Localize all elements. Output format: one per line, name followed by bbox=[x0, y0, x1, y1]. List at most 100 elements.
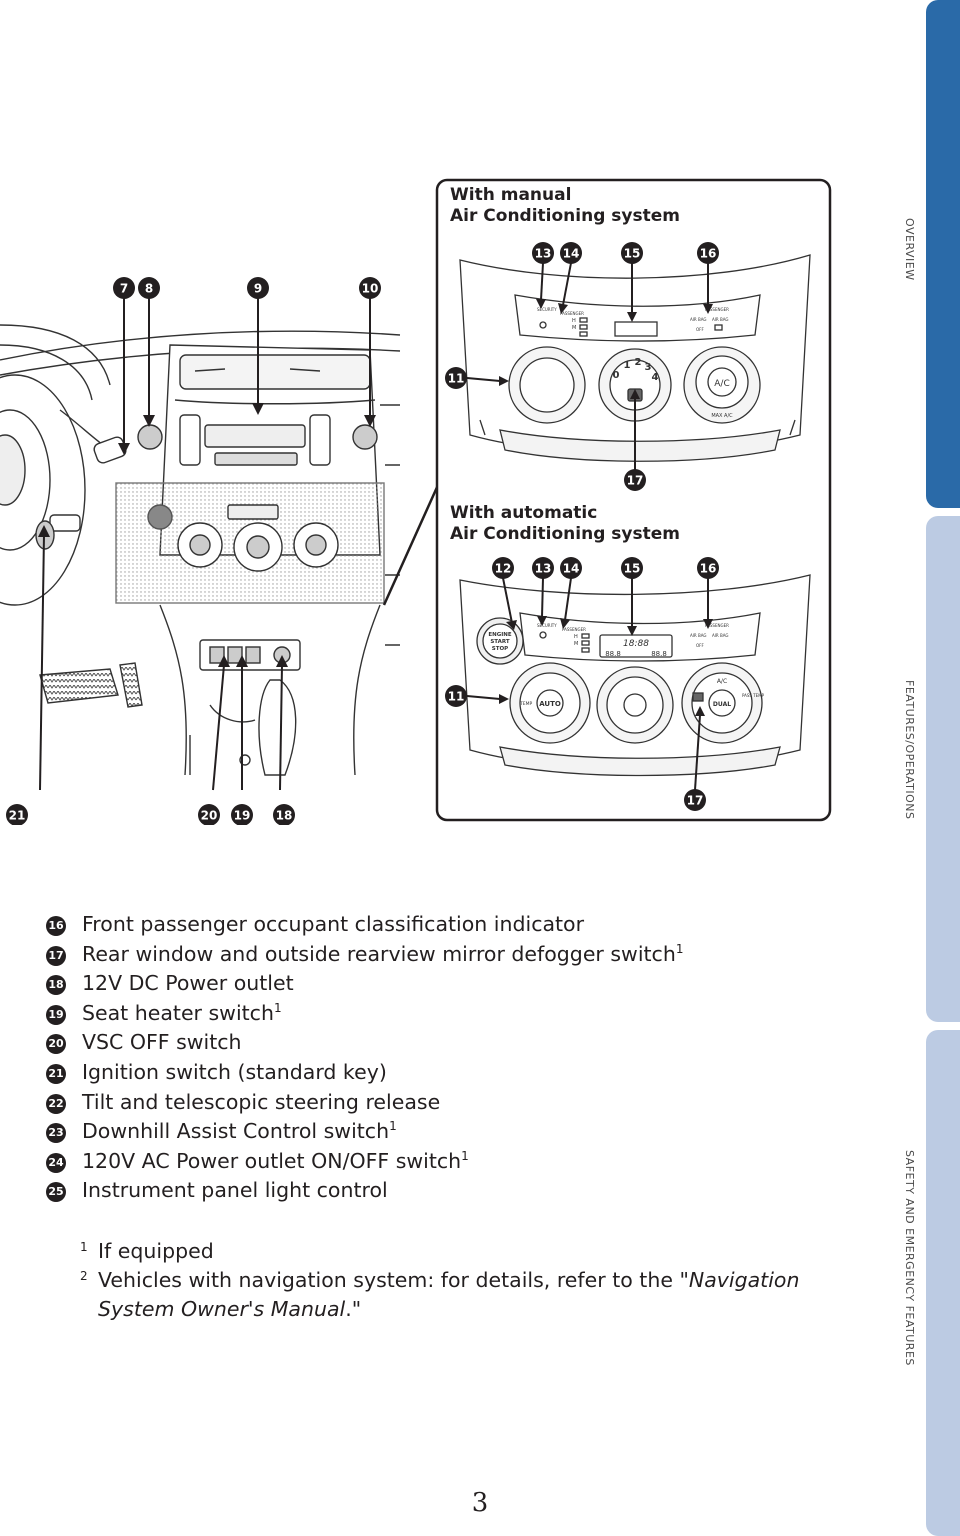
svg-text:12: 12 bbox=[495, 562, 512, 576]
callout-14: 14 bbox=[560, 242, 582, 264]
automatic-callouts: 12 13 14 15 16 11 17 bbox=[445, 557, 719, 811]
item-number: 23 bbox=[46, 1123, 66, 1144]
item-text: Downhill Assist Control switch bbox=[82, 1119, 390, 1144]
callout-20: 20 bbox=[198, 804, 220, 825]
overview-tab[interactable] bbox=[926, 0, 960, 508]
svg-text:SECURITY: SECURITY bbox=[537, 623, 557, 628]
svg-text:1: 1 bbox=[624, 360, 631, 371]
footnote-ref: 1 bbox=[675, 941, 684, 956]
callout-12: 12 bbox=[492, 557, 514, 579]
svg-text:PASSENGER: PASSENGER bbox=[705, 623, 729, 628]
svg-text:4: 4 bbox=[652, 372, 659, 383]
footnote-ref: 1 bbox=[389, 1119, 397, 1134]
callout-15: 15 bbox=[621, 557, 643, 579]
svg-text:AIR BAG: AIR BAG bbox=[690, 633, 706, 638]
list-item: 20 VSC OFF switch bbox=[46, 1028, 872, 1058]
svg-text:AIR BAG: AIR BAG bbox=[690, 317, 706, 322]
callout-8: 8 bbox=[138, 277, 160, 299]
svg-text:A/C: A/C bbox=[714, 379, 729, 389]
svg-text:M: M bbox=[572, 325, 576, 331]
svg-text:9: 9 bbox=[254, 282, 262, 296]
item-number: 22 bbox=[46, 1093, 66, 1114]
footnote-text: Vehicles with navigation system: for det… bbox=[98, 1268, 680, 1292]
callout-17: 17 bbox=[684, 789, 706, 811]
item-number: 25 bbox=[46, 1182, 66, 1203]
features-operations-tab[interactable] bbox=[926, 516, 960, 1022]
svg-text:20: 20 bbox=[201, 809, 218, 823]
list-item: 19 Seat heater switch1 bbox=[46, 999, 872, 1029]
dashboard-callouts: 7 8 9 10 21 20 19 18 bbox=[6, 277, 381, 825]
callout-11: 11 bbox=[445, 367, 467, 389]
tab-label-safety: SAFETY AND EMERGENCY FEATURES bbox=[903, 1150, 916, 1366]
svg-text:8: 8 bbox=[145, 282, 153, 296]
svg-text:13: 13 bbox=[535, 562, 552, 576]
svg-text:DUAL: DUAL bbox=[713, 701, 731, 708]
svg-text:H: H bbox=[574, 634, 578, 640]
dashboard-figure: 7 8 9 10 21 20 19 18 SECURITY PASSENGER … bbox=[0, 175, 840, 825]
callout-11: 11 bbox=[445, 685, 467, 707]
svg-text:14: 14 bbox=[563, 247, 580, 261]
svg-text:AUTO: AUTO bbox=[539, 700, 561, 708]
item-text: Rear window and outside rearview mirror … bbox=[82, 941, 676, 966]
page-number: 3 bbox=[471, 1488, 489, 1518]
footnote-text: If equipped bbox=[98, 1239, 214, 1263]
svg-text:11: 11 bbox=[448, 690, 465, 704]
footnote-ref: 1 bbox=[273, 1000, 282, 1015]
svg-text:10: 10 bbox=[362, 282, 379, 296]
svg-text:14: 14 bbox=[563, 562, 580, 576]
item-text: 120V AC Power outlet ON/OFF switch bbox=[82, 1148, 462, 1173]
callout-18: 18 bbox=[273, 804, 295, 825]
item-number: 19 bbox=[46, 1004, 66, 1025]
svg-text:0: 0 bbox=[613, 370, 620, 381]
callout-15: 15 bbox=[621, 242, 643, 264]
svg-text:19: 19 bbox=[234, 809, 251, 823]
item-text: Ignition switch (standard key) bbox=[82, 1059, 387, 1084]
list-item: 16 Front passenger occupant classificatio… bbox=[46, 910, 872, 940]
callout-16: 16 bbox=[697, 557, 719, 579]
item-number: 21 bbox=[46, 1063, 66, 1084]
callout-21: 21 bbox=[6, 804, 28, 825]
list-item: 22 Tilt and telescopic steering release bbox=[46, 1088, 872, 1118]
callout-16: 16 bbox=[697, 242, 719, 264]
safety-features-tab[interactable] bbox=[926, 1030, 960, 1536]
list-item: 23 Downhill Assist Control switch1 bbox=[46, 1117, 872, 1147]
svg-text:TEMP: TEMP bbox=[519, 701, 532, 707]
manual-ac-panel: SECURITY PASSENGER H M PASSENGER AIR BAG… bbox=[459, 254, 811, 462]
svg-text:PASSENGER: PASSENGER bbox=[560, 311, 584, 316]
svg-text:ENGINE: ENGINE bbox=[488, 632, 512, 638]
automatic-ac-title: With automatic Air Conditioning system bbox=[450, 503, 680, 544]
item-text: Seat heater switch bbox=[82, 1000, 274, 1025]
svg-text:88.8: 88.8 bbox=[651, 650, 667, 658]
callout-10: 10 bbox=[359, 277, 381, 299]
callout-17: 17 bbox=[624, 469, 646, 491]
svg-text:16: 16 bbox=[700, 247, 717, 261]
callout-13: 13 bbox=[532, 557, 554, 579]
svg-text:STOP: STOP bbox=[492, 646, 508, 652]
svg-text:17: 17 bbox=[627, 474, 644, 488]
tab-label-overview: OVERVIEW bbox=[903, 218, 916, 281]
svg-text:3: 3 bbox=[645, 362, 652, 373]
svg-text:13: 13 bbox=[535, 247, 552, 261]
item-text: VSC OFF switch bbox=[82, 1030, 242, 1055]
svg-text:18: 18 bbox=[276, 809, 293, 823]
svg-text:A/C: A/C bbox=[717, 678, 727, 685]
svg-text:H: H bbox=[572, 318, 576, 324]
item-text: Front passenger occupant classification … bbox=[82, 912, 585, 936]
svg-text:OFF: OFF bbox=[696, 643, 704, 648]
footnote-mark: 2 bbox=[80, 1269, 88, 1283]
item-number: 16 bbox=[46, 916, 66, 936]
list-item: 21 Ignition switch (standard key) bbox=[46, 1058, 872, 1088]
manual-ac-title: With manual Air Conditioning system bbox=[450, 185, 680, 226]
item-text: 12V DC Power outlet bbox=[82, 971, 294, 996]
callout-19: 19 bbox=[231, 804, 253, 825]
svg-text:16: 16 bbox=[700, 562, 717, 576]
svg-text:AIR BAG: AIR BAG bbox=[712, 317, 728, 322]
item-text: Tilt and telescopic steering release bbox=[82, 1089, 441, 1114]
dashboard-drawing bbox=[0, 324, 401, 776]
footnote-manual-title: "Navigation System Owner's Manual bbox=[98, 1268, 800, 1321]
item-number: 20 bbox=[46, 1034, 66, 1055]
